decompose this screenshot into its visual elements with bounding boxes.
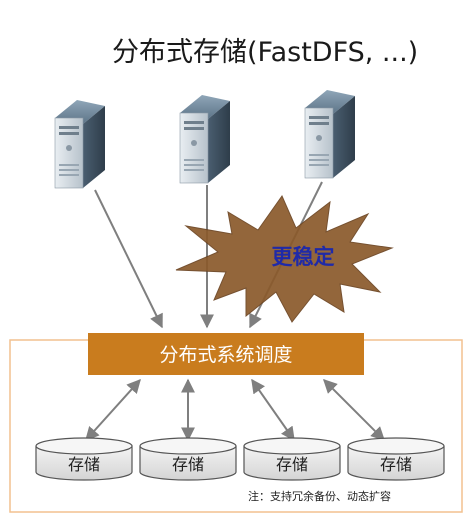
- server-icon: [54, 100, 105, 189]
- storage-node: 存储: [243, 437, 341, 481]
- server-icon: [179, 95, 230, 184]
- arrow-scheduler-storage-4: [323, 379, 385, 441]
- storage-node: 存储: [347, 437, 445, 481]
- scheduler-bar: [88, 333, 364, 375]
- server-2: [179, 95, 230, 184]
- stability-burst: 更稳定: [175, 194, 394, 323]
- scheduler-label: 分布式系统调度: [159, 344, 292, 366]
- storage-label: 存储: [172, 455, 204, 474]
- diagram-title: 分布式存储(FastDFS, ...): [112, 37, 419, 68]
- arrow-server1-scheduler: [94, 189, 163, 329]
- server-icon: [304, 90, 355, 179]
- burst-label: 更稳定: [272, 244, 335, 269]
- server-1: [54, 100, 105, 189]
- storage-label: 存储: [68, 455, 100, 474]
- burst-shape: [175, 194, 394, 323]
- footnote: 注：支持冗余备份、动态扩容: [248, 490, 391, 503]
- storage-label: 存储: [276, 455, 308, 474]
- arrow-scheduler-storage-3: [251, 378, 295, 442]
- storage-node: 存储: [35, 437, 133, 481]
- server-3: [304, 90, 355, 179]
- arrow-scheduler-storage-1: [85, 378, 141, 442]
- storage-node: 存储: [139, 437, 237, 481]
- storage-label: 存储: [380, 455, 412, 474]
